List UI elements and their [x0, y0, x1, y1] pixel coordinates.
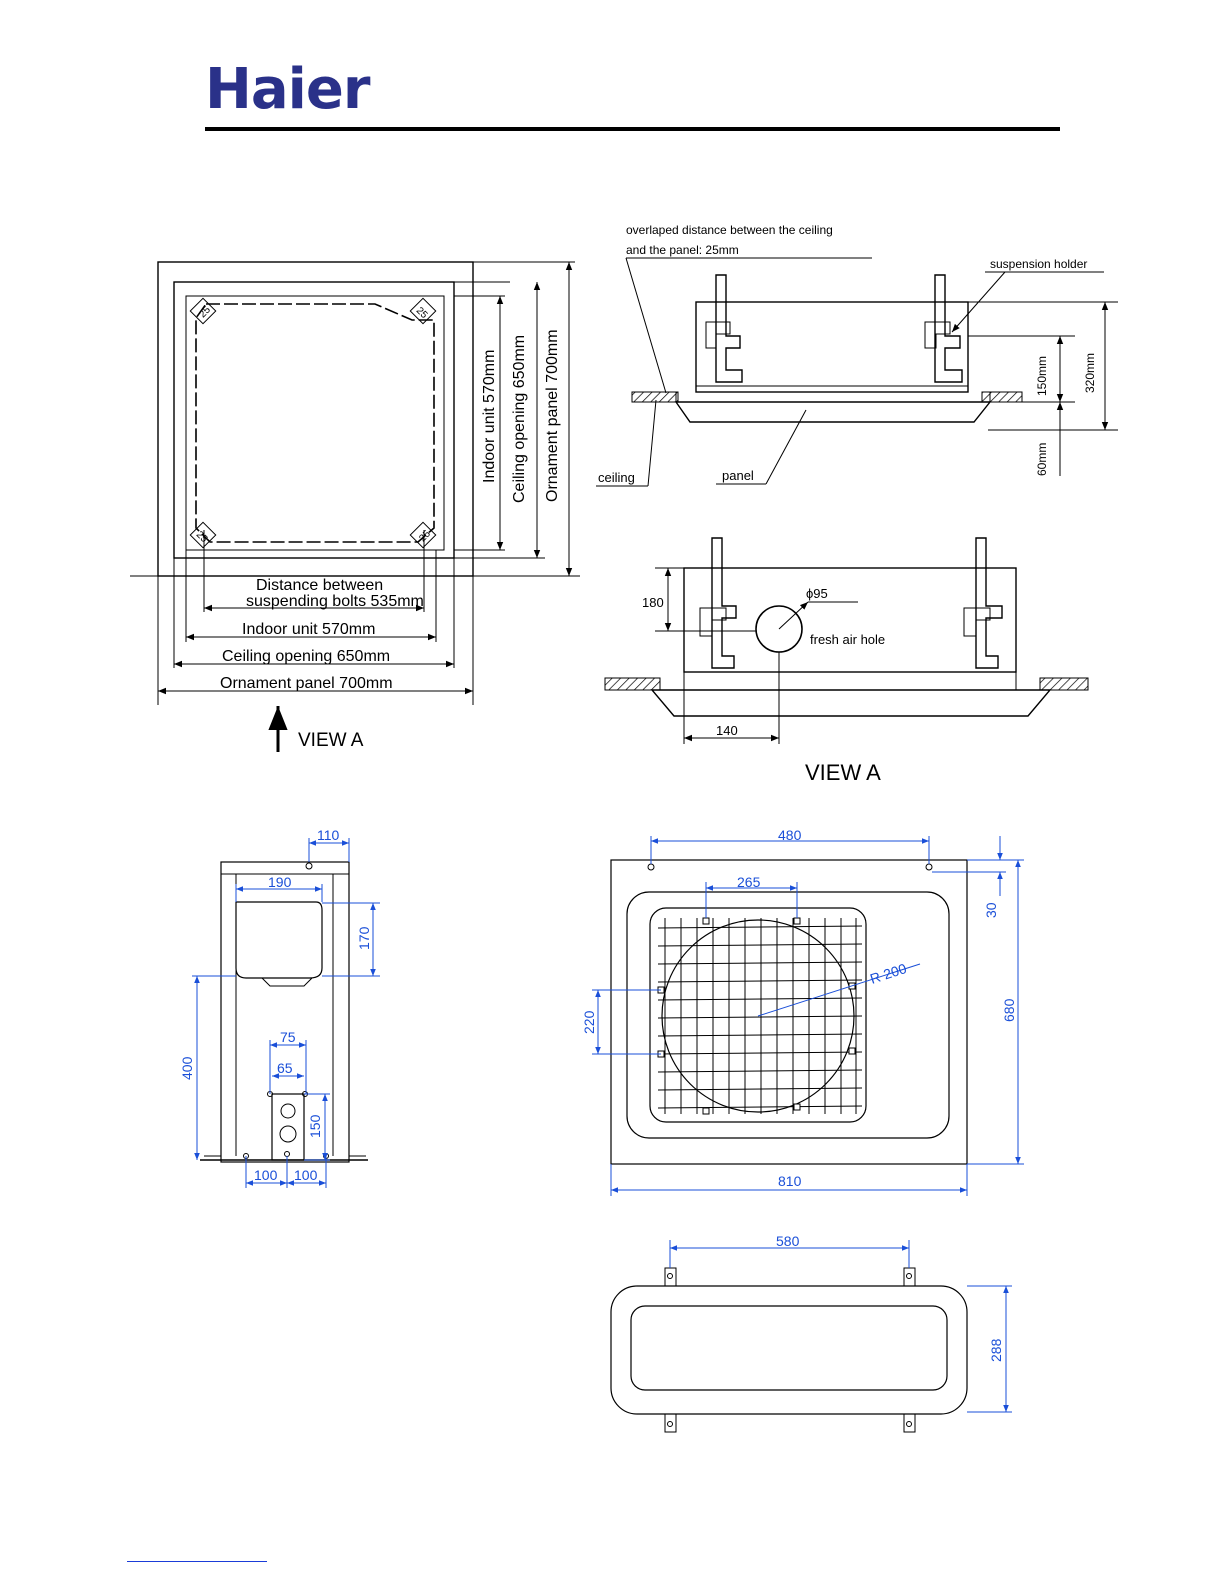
panel-label: panel: [722, 468, 754, 483]
dim-480: 480: [778, 827, 802, 843]
indoor-side-section: overlaped distance between the ceiling a…: [596, 223, 1118, 487]
dim-220: 220: [581, 1010, 597, 1034]
dim-60mm: 60mm: [1035, 443, 1049, 476]
dim-75: 75: [280, 1029, 296, 1045]
view-a-caption: VIEW A: [805, 760, 881, 785]
dim-150mm: 150mm: [1035, 356, 1049, 396]
dim-288: 288: [988, 1338, 1004, 1362]
dim-265: 265: [737, 874, 761, 890]
fresh-air-label: fresh air hole: [810, 632, 885, 647]
outdoor-bottom-view: 580 288: [610, 1233, 1012, 1433]
dim-r200: R 200: [868, 960, 909, 987]
dim-680: 680: [1001, 998, 1017, 1022]
ceiling-label: ceiling: [598, 470, 635, 485]
indoor-plan-view: 25 25 25 25 Ind: [130, 261, 580, 752]
dim-810: 810: [778, 1173, 802, 1189]
dim-100-left: 100: [254, 1167, 278, 1183]
footer-link-rule: [127, 1561, 267, 1562]
header-rule: [205, 127, 1060, 131]
dim-400: 400: [179, 1056, 195, 1080]
overlap-note-line1: overlaped distance between the ceiling: [626, 223, 833, 237]
view-a-arrow-label: VIEW A: [298, 730, 364, 751]
dim-140: 140: [716, 723, 738, 738]
dim-indoor-vertical: Indoor unit 570mm: [481, 350, 498, 483]
dim-phi95: ϕ95: [806, 586, 828, 601]
dim-panel-horizontal: Ornament panel 700mm: [220, 675, 393, 692]
dim-bolts-line1: Distance between: [256, 577, 383, 594]
view-a-section: ϕ95 fresh air hole 180 140 VIEW A: [604, 537, 1089, 785]
dim-ceiling-vertical: Ceiling opening 650mm: [511, 335, 528, 503]
dim-150-side: 150: [307, 1114, 323, 1138]
corner-bracket: 25: [409, 521, 437, 549]
haier-logo: Haier: [205, 57, 370, 122]
dim-30: 30: [983, 902, 999, 918]
dim-320mm: 320mm: [1083, 353, 1097, 393]
dim-170: 170: [356, 926, 372, 950]
dim-bolts-line2: suspending bolts 535mm: [246, 593, 424, 610]
dim-indoor-horizontal: Indoor unit 570mm: [242, 621, 375, 638]
fan-grille: [657, 918, 863, 1114]
corner-bracket: 25: [189, 521, 217, 549]
dim-190: 190: [268, 874, 292, 890]
dim-180: 180: [642, 595, 664, 610]
corner-bracket: 25: [189, 297, 217, 325]
dim-110: 110: [317, 827, 340, 843]
suspension-holder-label: suspension holder: [990, 257, 1087, 271]
overlap-note-line2: and the panel: 25mm: [626, 243, 739, 257]
dim-100-right: 100: [294, 1167, 318, 1183]
dim-65: 65: [277, 1060, 293, 1076]
outdoor-front-view: 480 265 R 200 220 30 680 810: [581, 827, 1024, 1196]
dim-panel-vertical: Ornament panel 700mm: [544, 329, 561, 502]
dim-580: 580: [776, 1233, 800, 1249]
dim-ceiling-horizontal: Ceiling opening 650mm: [222, 648, 390, 665]
outdoor-side-view: 110 190 170 400 75 65 150: [179, 827, 380, 1188]
